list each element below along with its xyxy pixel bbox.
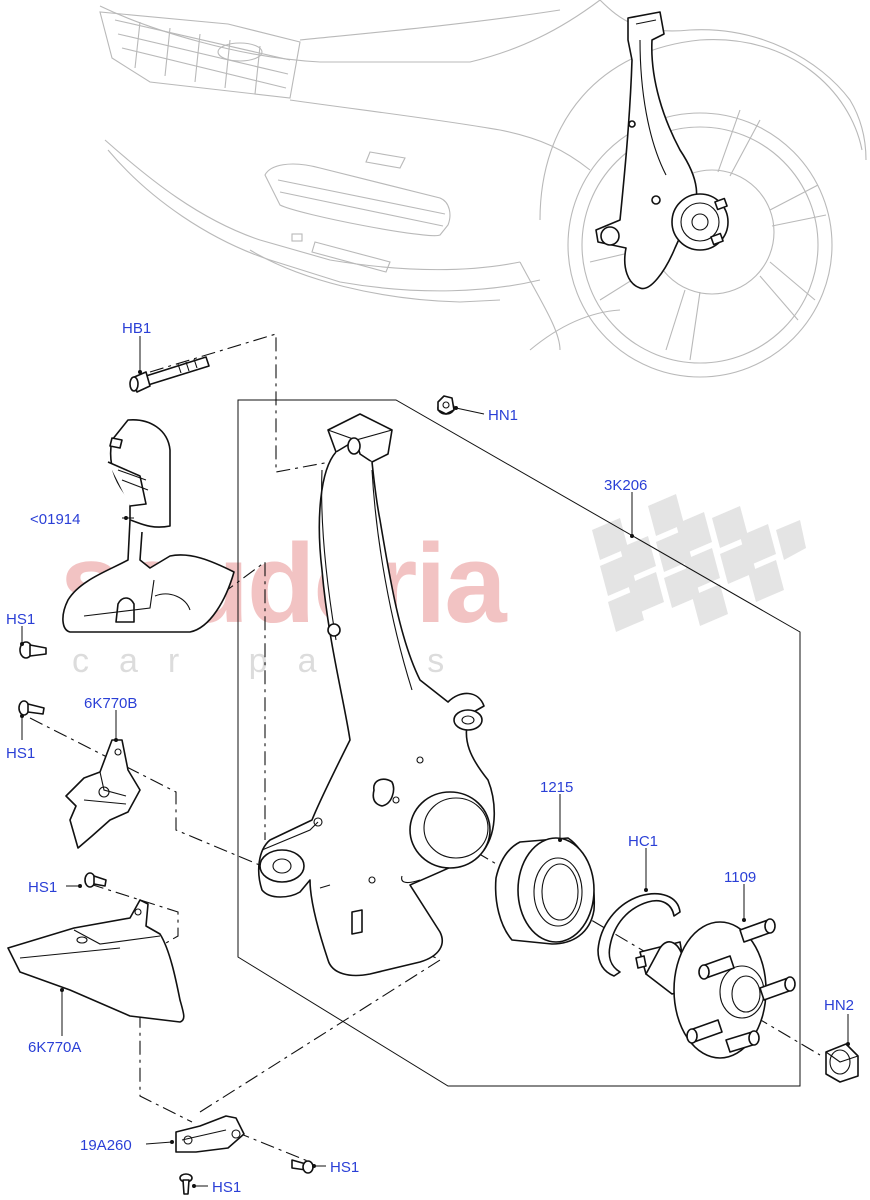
hub-bolt-hb1 <box>129 356 210 393</box>
wheel-bearing-1215 <box>494 837 596 945</box>
wheel-hub-1109 <box>635 918 796 1059</box>
screw-hs1-bottom-right <box>291 1159 314 1174</box>
label-hs1-left: HS1 <box>28 879 57 896</box>
label-hn2: HN2 <box>824 997 854 1014</box>
label-hs1-top: HS1 <box>6 611 35 628</box>
circlip-hc1 <box>597 892 681 977</box>
label-hs1-mid: HS1 <box>6 745 35 762</box>
label-hn1: HN1 <box>488 407 518 424</box>
label-hs1-bottom: HS1 <box>212 1179 241 1196</box>
bracket-19a260 <box>175 1115 245 1153</box>
leader-lines <box>20 336 850 1188</box>
grille-mesh <box>114 19 291 95</box>
label-1215: 1215 <box>540 779 573 796</box>
shield-bracket-6k770b <box>65 739 141 849</box>
label-01914: <01914 <box>30 511 80 528</box>
screw-hs1-bottom <box>179 1173 193 1195</box>
hub-nut-hn2 <box>825 1043 859 1083</box>
checkered-flag-watermark <box>592 494 806 632</box>
label-19a260: 19A260 <box>80 1137 132 1154</box>
callout-labels: HB1 HN1 3K206 <01914 HS1 6K770B HS1 HS1 … <box>6 320 854 1196</box>
steering-knuckle <box>257 413 496 977</box>
screw-hs1-shield <box>19 641 47 659</box>
nut-hn1 <box>437 395 455 415</box>
label-3k206: 3K206 <box>604 477 647 494</box>
label-hs1-bottom-right: HS1 <box>330 1159 359 1176</box>
mud-shield-part <box>62 419 235 633</box>
screw-hs1-lower-bracket <box>84 872 107 888</box>
kit-boundary <box>237 399 801 1087</box>
label-6k770a: 6K770A <box>28 1039 81 1056</box>
label-hc1: HC1 <box>628 833 658 850</box>
vehicle-front-outline <box>99 0 867 378</box>
label-hb1: HB1 <box>122 320 151 337</box>
screw-hs1-bracket <box>18 700 45 716</box>
label-1109: 1109 <box>724 869 756 886</box>
wheel-spokes <box>589 109 827 361</box>
installed-knuckle-thumbnail <box>595 11 729 290</box>
label-6k770b: 6K770B <box>84 695 137 712</box>
lower-shield-6k770a <box>7 899 185 1023</box>
